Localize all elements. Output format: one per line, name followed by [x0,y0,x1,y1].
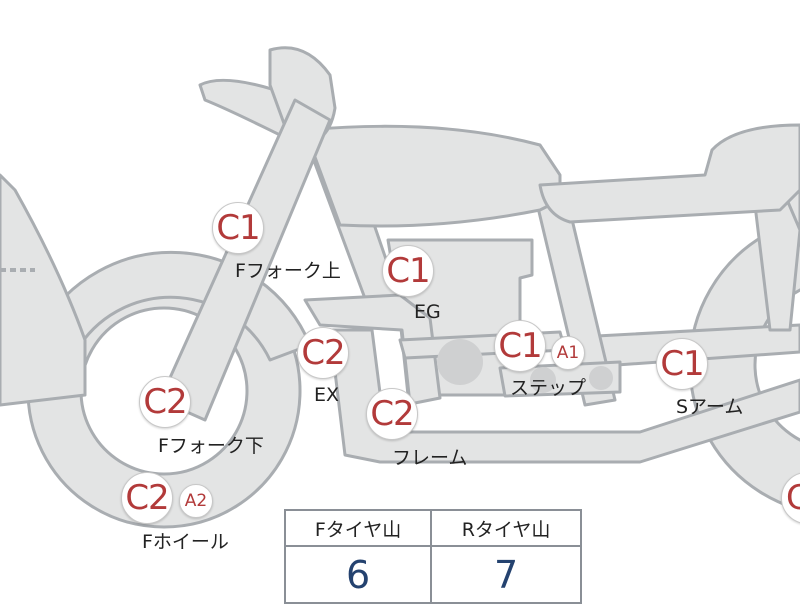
label-f-fork-lower: Fフォーク下 [158,435,264,457]
step-bolt-2 [589,366,613,390]
badge-f-fork-lower: C2 [139,376,191,428]
seat [538,123,800,224]
rear-badge-clip: C [777,470,800,526]
badge-exhaust: C2 [297,327,349,379]
label-engine: EG [414,301,441,323]
label-s-arm: Sアーム [676,396,744,418]
value-front-tire-tread: 6 [283,545,433,604]
value-rear-tire-tread: 7 [430,545,582,604]
frame-lower-rail [328,328,800,464]
badge-f-wheel: C2 [121,472,173,524]
badge-frame: C2 [366,388,418,440]
front-fork [158,98,332,422]
engine-cover-circle [437,339,483,385]
header-front-tire-tread: Fタイヤ山 [283,509,433,547]
exhaust-pipe [303,293,442,406]
step-bolt-1 [530,367,556,393]
badge-engine: C1 [382,245,434,297]
label-frame: フレーム [392,447,468,469]
headlight-cowl [0,173,87,407]
badge-step-sub: A1 [551,336,585,370]
tread-table-value-row: 6 7 [283,545,582,604]
badge-f-fork-upper: C1 [212,202,264,254]
header-rear-tire-tread: Rタイヤ山 [430,509,582,547]
badge-step: C1 [494,320,546,372]
fuel-tank [303,124,562,228]
badge-rear-partial: C [781,472,800,524]
label-step: ステップ [510,377,587,399]
tread-table-header-row: Fタイヤ山 Rタイヤ山 [283,509,582,547]
label-f-wheel: Fホイール [142,531,229,553]
label-exhaust: EX [314,384,340,406]
label-f-fork-upper: Fフォーク上 [235,260,341,282]
tread-depth-table: Fタイヤ山 Rタイヤ山 6 7 [283,509,582,604]
badge-f-wheel-sub: A2 [179,484,213,518]
badge-s-arm: C1 [656,338,708,390]
